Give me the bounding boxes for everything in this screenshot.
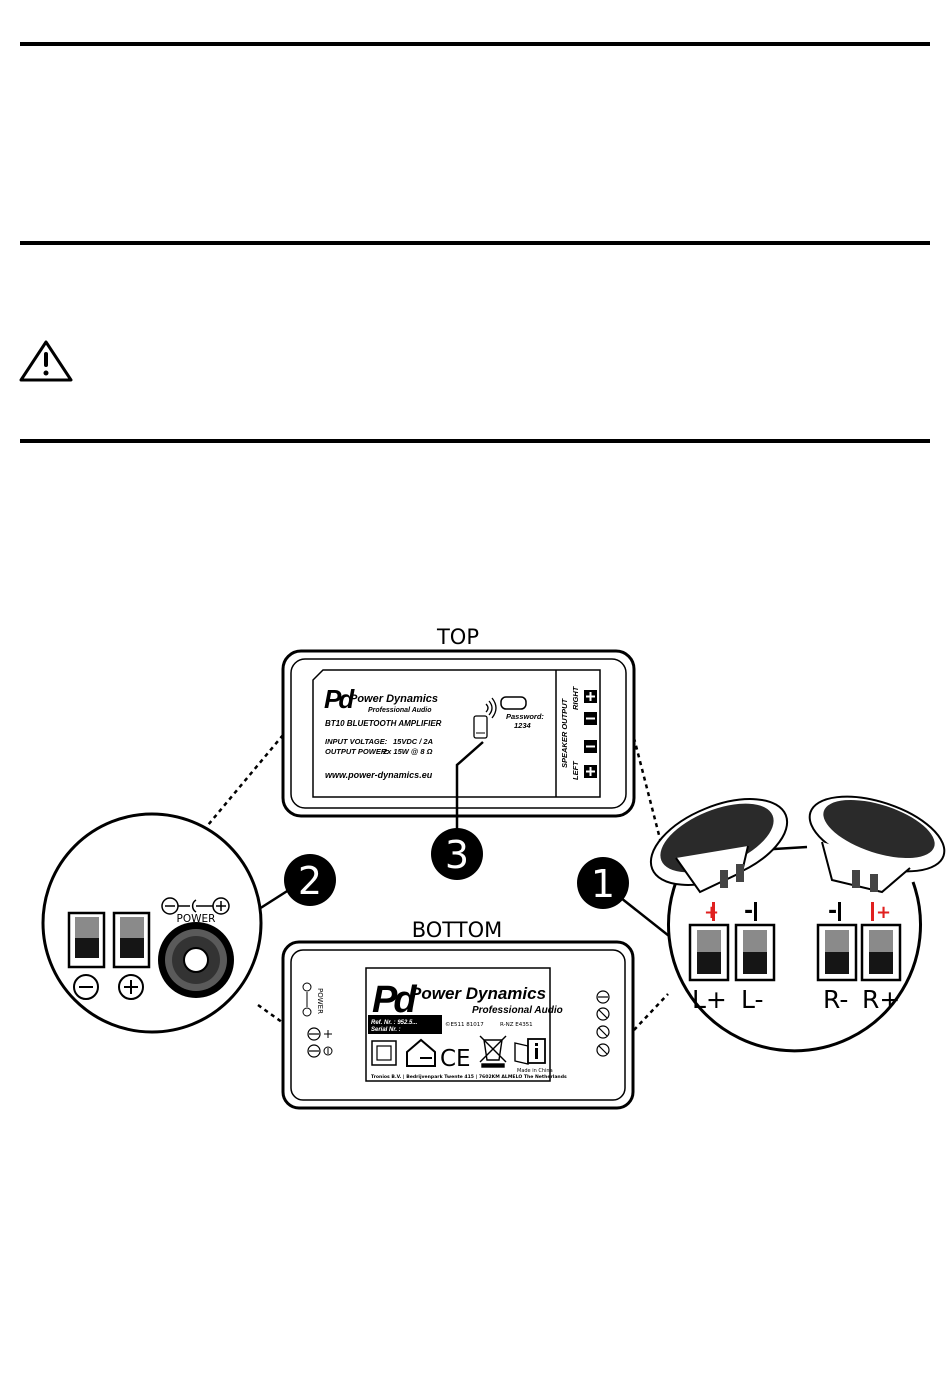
output-power-value: 2x 15W @ 8 Ω	[382, 747, 433, 756]
input-voltage-label: INPUT VOLTAGE:	[325, 737, 388, 746]
output-power-label: OUTPUT POWER:	[325, 747, 389, 756]
bottom-brand-name: Power Dynamics	[410, 984, 546, 1003]
phone-icon	[473, 715, 488, 739]
password-label: Password:	[506, 712, 544, 721]
polarity-r-plus: +	[876, 902, 891, 923]
callout-3-number: 3	[445, 833, 469, 877]
terminal-label-r-minus: R-	[823, 985, 848, 1014]
callout-3: 3	[431, 828, 483, 880]
made-in-china: Made in China	[517, 1068, 553, 1074]
top-brand-name: Power Dynamics	[350, 693, 438, 705]
bottom-view-label: BOTTOM	[412, 918, 503, 942]
power-polarity-symbol	[161, 897, 230, 915]
terminal-label-r-plus: R+	[862, 985, 900, 1014]
ref-number: Ref. Nr. : 952.5...	[371, 1020, 418, 1026]
top-brand-sub: Professional Audio	[368, 707, 432, 714]
callout-1-number: 1	[591, 862, 615, 906]
power-detail-zoom	[41, 812, 263, 1034]
address-line: Tronios B.V. | Bedrijvenpark Twente 415 …	[371, 1074, 567, 1080]
password-value: 1234	[514, 721, 532, 730]
polarity-l-minus: -	[744, 899, 753, 924]
warning-icon	[19, 340, 73, 382]
speaker-output-label: SPEAKER OUTPUT	[560, 697, 569, 768]
power-jack-icon	[158, 922, 234, 998]
speaker-icon	[649, 798, 789, 894]
terminal-label-l-minus: L-	[741, 985, 764, 1014]
polarity-l-plus: +	[704, 902, 719, 923]
terminal-label-l-plus: L+	[692, 985, 727, 1014]
power-label: POWER	[177, 913, 216, 925]
top-divider	[20, 42, 930, 46]
serial-number: Serial Nr. :	[371, 1027, 401, 1033]
bottom-mini-plus-minus	[323, 1030, 333, 1056]
bottom-power-symbol	[302, 982, 312, 1017]
right-label: RIGHT	[571, 685, 580, 710]
ce-mark: CE	[440, 1046, 471, 1072]
weee-bin-icon	[479, 1035, 507, 1068]
cert-right: R-NZ E4351	[500, 1022, 533, 1028]
speaker-terminal-blocks	[688, 923, 902, 982]
bluetooth-signal-icon	[485, 697, 497, 719]
recycling-square-icon	[371, 1040, 397, 1066]
manual-book-icon	[514, 1038, 546, 1065]
bottom-power-label: POWER	[316, 988, 324, 1014]
password-button-icon	[500, 696, 527, 710]
bottom-brand-sub: Professional Audio	[472, 1005, 563, 1016]
wire-polarity-marks: + - - +	[704, 899, 891, 924]
left-label: LEFT	[571, 760, 580, 780]
polarity-r-minus: -	[828, 899, 837, 924]
indoor-use-icon	[406, 1038, 436, 1067]
callout-2: 2	[284, 854, 336, 906]
callout-1: 1	[577, 857, 629, 909]
top-device	[281, 649, 636, 818]
top-url: www.power-dynamics.eu	[325, 770, 433, 780]
lower-divider	[20, 439, 930, 443]
middle-divider	[20, 241, 930, 245]
top-model-name: BT10 BLUETOOTH AMPLIFIER	[325, 719, 442, 728]
screw-icon	[307, 990, 610, 1058]
cert-left: ©E511 81017	[445, 1021, 484, 1028]
top-view-label: TOP	[436, 625, 479, 649]
input-voltage-value: 15VDC / 2A	[393, 737, 433, 746]
callout-2-number: 2	[298, 859, 322, 903]
top-terminal-symbols	[584, 690, 597, 778]
speaker-icon-right	[808, 795, 946, 894]
